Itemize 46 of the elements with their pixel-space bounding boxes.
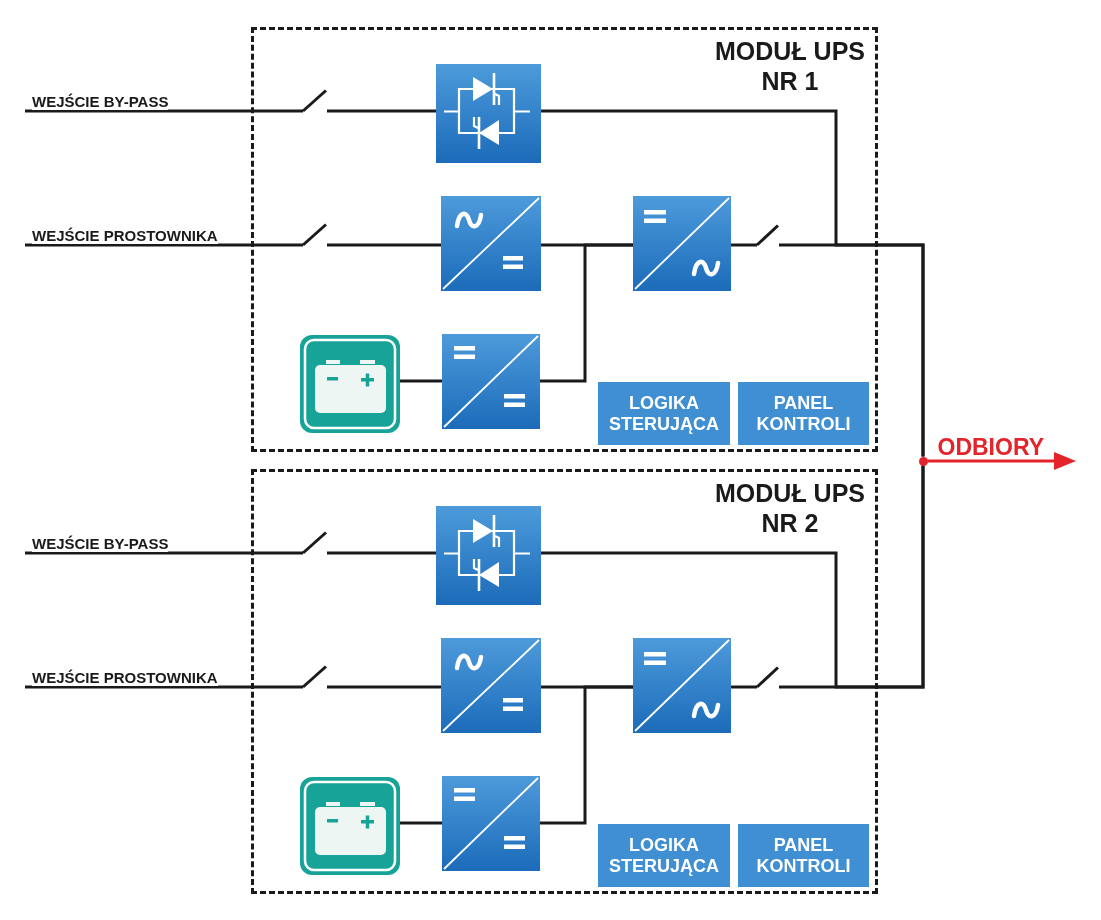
- junction-dot: [918, 456, 928, 466]
- module-title: MODUŁ UPS NR 1: [714, 36, 866, 96]
- rectifier-symbol: [441, 638, 541, 733]
- static-switch-symbol: [436, 506, 541, 605]
- wire: [327, 109, 436, 113]
- wire: [25, 109, 303, 113]
- module-frame: [251, 27, 878, 452]
- module-title: MODUŁ UPS NR 2: [714, 478, 866, 538]
- edge-label: WEJŚCIE BY-PASS: [32, 535, 169, 552]
- wire: [400, 379, 442, 383]
- edge-label: WEJŚCIE BY-PASS: [32, 93, 169, 110]
- switch-symbol: [303, 531, 327, 555]
- process-box: LOGIKA STERUJĄCA: [598, 824, 730, 887]
- process-box: PANEL KONTROLI: [738, 824, 869, 887]
- wire: [25, 551, 303, 555]
- edge-label: WEJŚCIE PROSTOWNIKA: [32, 669, 218, 686]
- arrow: [927, 452, 1076, 470]
- dc-dc-converter-symbol: [442, 334, 540, 429]
- wire: [779, 465, 925, 689]
- dc-dc-converter-symbol: [442, 776, 540, 871]
- wire: [327, 243, 441, 247]
- wire: [540, 685, 633, 825]
- wire: [25, 243, 303, 247]
- module-frame: [251, 469, 878, 894]
- switch-symbol: [303, 89, 327, 113]
- rectifier-symbol: [441, 196, 541, 291]
- wire: [731, 243, 757, 247]
- switch-symbol: [757, 224, 779, 247]
- wire: [540, 243, 633, 383]
- inverter-symbol: [633, 638, 731, 733]
- inverter-symbol: [633, 196, 731, 291]
- wire: [779, 243, 925, 457]
- edge-label: WEJŚCIE PROSTOWNIKA: [32, 227, 218, 244]
- wire: [400, 821, 442, 825]
- wire: [731, 685, 757, 689]
- battery-icon: [300, 777, 400, 875]
- process-box: LOGIKA STERUJĄCA: [598, 382, 730, 445]
- switch-symbol: [757, 666, 779, 689]
- process-box: PANEL KONTROLI: [738, 382, 869, 445]
- wire: [25, 685, 303, 689]
- static-switch-symbol: [436, 64, 541, 163]
- switch-symbol: [303, 665, 327, 689]
- battery-icon: [300, 335, 400, 433]
- switch-symbol: [303, 223, 327, 247]
- wire: [327, 685, 441, 689]
- wire: [327, 551, 436, 555]
